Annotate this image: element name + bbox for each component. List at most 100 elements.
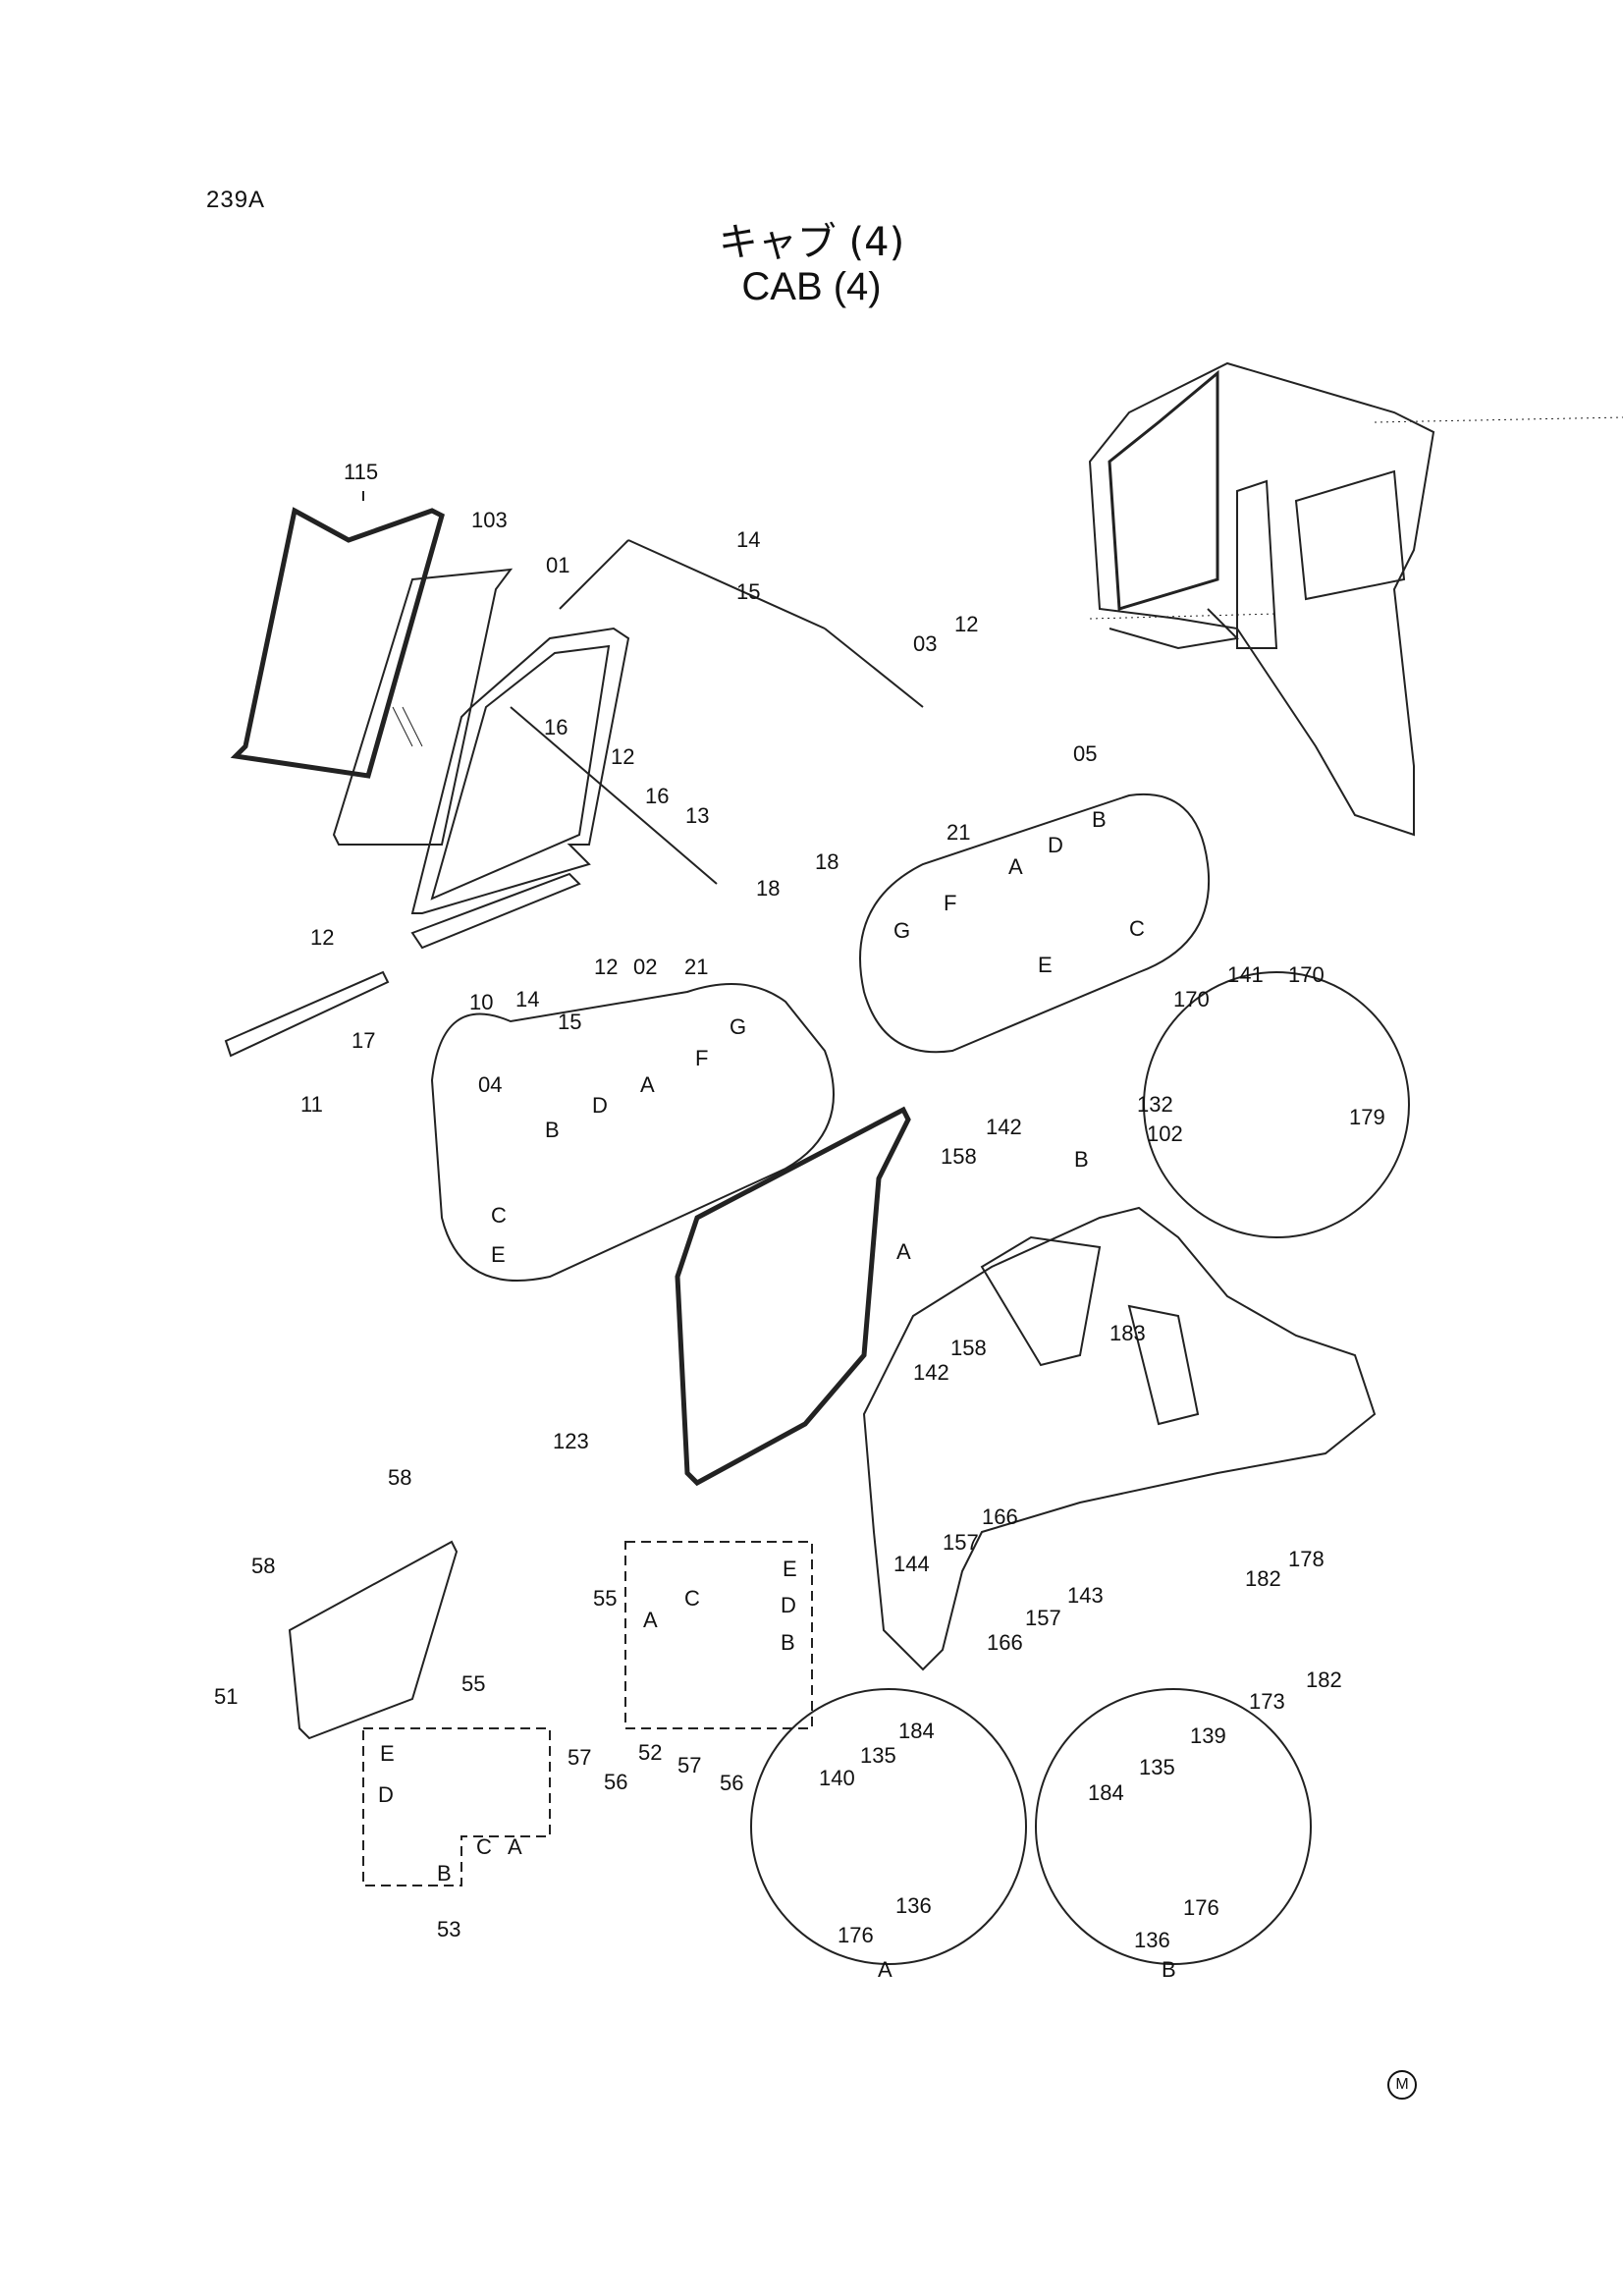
detail-05-F: F	[944, 891, 956, 915]
label-55: 55	[461, 1671, 485, 1696]
rail-10	[410, 872, 581, 950]
label-55: 55	[593, 1586, 617, 1611]
detail-05-B: B	[1092, 807, 1107, 832]
group-52-A: A	[643, 1608, 658, 1632]
detail-circle-top-right	[1143, 971, 1410, 1238]
group-53-B: B	[437, 1861, 452, 1886]
detail-04-A: A	[640, 1072, 655, 1097]
group-53	[362, 1727, 551, 1886]
label-132: 132	[1137, 1092, 1173, 1117]
cab-frame-drawing	[862, 1206, 1377, 1671]
group-52-B: B	[781, 1630, 795, 1655]
label-182: 182	[1306, 1667, 1342, 1692]
group-53-D: D	[378, 1782, 394, 1807]
label-58: 58	[251, 1554, 275, 1578]
detail-circle-B	[1035, 1688, 1312, 1965]
label-21: 21	[684, 955, 708, 979]
label-18: 18	[815, 849, 839, 874]
detail-A-140: 140	[819, 1766, 855, 1790]
seal-123	[675, 1106, 911, 1487]
group-52-C: C	[684, 1586, 700, 1611]
label-57: 57	[677, 1753, 701, 1777]
label-102: 102	[1147, 1121, 1183, 1146]
label-53: 53	[437, 1917, 460, 1941]
label-143: 143	[1067, 1583, 1104, 1608]
label-12: 12	[310, 925, 334, 950]
page-title-japanese: キャブ (4)	[718, 220, 905, 265]
detail-capsule-05	[859, 793, 1211, 1054]
group-53-C: C	[476, 1834, 492, 1859]
group-53-A: A	[508, 1834, 522, 1859]
glass-103	[332, 568, 514, 846]
detail-04-C: C	[491, 1203, 507, 1228]
detail-A-135: 135	[860, 1743, 896, 1768]
label-12: 12	[611, 744, 634, 769]
detail-B-label: B	[1162, 1957, 1176, 1982]
detail-05-G: G	[893, 918, 910, 943]
label-14: 14	[515, 987, 539, 1011]
detail-04-B: B	[545, 1118, 560, 1142]
detail-A-184: 184	[898, 1719, 935, 1743]
label-158: 158	[950, 1336, 987, 1360]
callout-labels: 115 103 01 14 15 16 16 12 13 12 12 02 21…	[214, 460, 1385, 1982]
label-11: 11	[300, 1092, 323, 1117]
label-16: 16	[645, 784, 669, 808]
rail-11	[224, 970, 390, 1058]
manufacturer-mark: M	[1387, 2070, 1417, 2100]
label-123: 123	[553, 1429, 589, 1453]
detail-A-136: 136	[895, 1893, 932, 1918]
label-170: 170	[1288, 962, 1325, 987]
label-13: 13	[685, 803, 709, 828]
label-166: 166	[982, 1504, 1018, 1529]
detail-circle-A	[750, 1688, 1027, 1965]
label-17: 17	[352, 1028, 375, 1053]
label-15: 15	[736, 579, 760, 604]
label-170: 170	[1173, 987, 1210, 1011]
frame-01	[410, 627, 630, 914]
cab-overview-drawing	[1088, 361, 1623, 837]
detail-05-C: C	[1129, 916, 1145, 941]
callout-B: B	[1074, 1147, 1089, 1172]
detail-B-139: 139	[1190, 1723, 1226, 1748]
label-14: 14	[736, 527, 760, 552]
detail-B-176: 176	[1183, 1895, 1219, 1920]
label-103: 103	[471, 508, 508, 532]
label-12: 12	[954, 612, 978, 636]
detail-capsule-04	[430, 983, 835, 1282]
page-title-english: CAB (4)	[741, 265, 882, 308]
detail-04-F: F	[695, 1046, 708, 1070]
label-18: 18	[756, 876, 780, 901]
label-183: 183	[1109, 1321, 1146, 1345]
label-12: 12	[594, 955, 618, 979]
label-05: 05	[1073, 741, 1097, 766]
label-58: 58	[388, 1465, 411, 1490]
label-01: 01	[546, 553, 569, 577]
label-115: 115	[344, 460, 378, 484]
page-code: 239A	[206, 187, 266, 213]
detail-04-D: D	[592, 1093, 608, 1118]
label-02: 02	[633, 955, 657, 979]
detail-A-176: 176	[838, 1923, 874, 1947]
label-182: 182	[1245, 1566, 1281, 1591]
label-52: 52	[638, 1740, 662, 1765]
label-141: 141	[1227, 962, 1264, 987]
label-15: 15	[558, 1010, 581, 1034]
label-56: 56	[604, 1770, 627, 1794]
label-57: 57	[568, 1745, 591, 1770]
label-51: 51	[214, 1684, 238, 1709]
detail-B-184: 184	[1088, 1780, 1124, 1805]
group-53-E: E	[380, 1741, 395, 1766]
label-21: 21	[947, 820, 970, 845]
detail-04-G: G	[730, 1014, 746, 1039]
label-178: 178	[1288, 1547, 1325, 1571]
label-56: 56	[720, 1771, 743, 1795]
detail-A-label: A	[878, 1957, 893, 1982]
label-157: 157	[1025, 1606, 1061, 1630]
label-179: 179	[1349, 1105, 1385, 1129]
label-173: 173	[1249, 1689, 1285, 1714]
label-16: 16	[544, 715, 568, 739]
detail-B-135: 135	[1139, 1755, 1175, 1779]
label-158: 158	[941, 1144, 977, 1169]
label-10: 10	[469, 990, 493, 1014]
